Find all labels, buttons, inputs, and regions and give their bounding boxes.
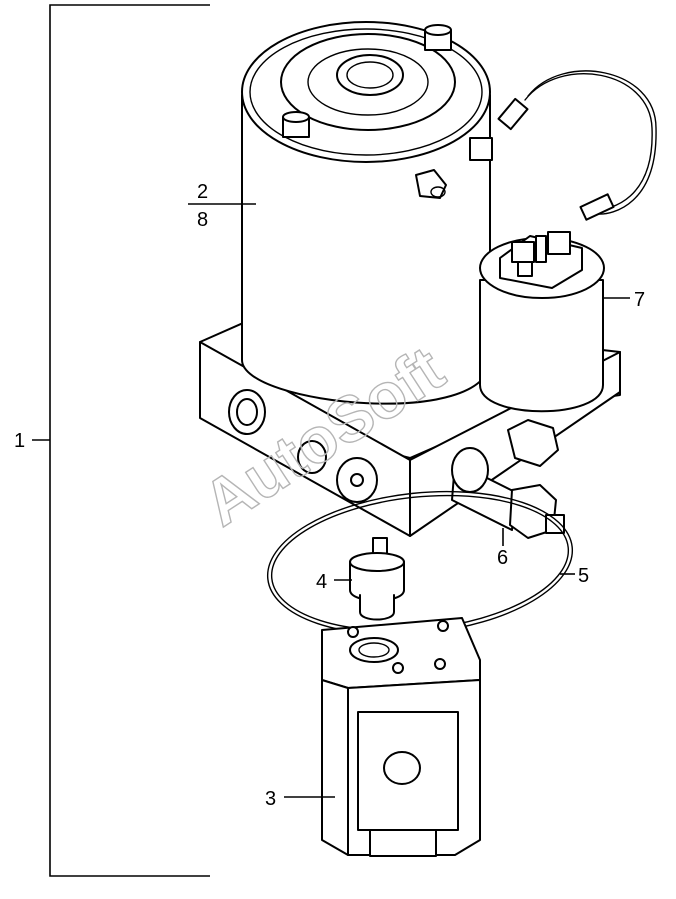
electric-motor [241, 21, 493, 405]
callout-6: 6 [497, 547, 508, 569]
callout-1: 1 [14, 430, 25, 452]
callout-5: 5 [578, 565, 589, 587]
callout-4: 4 [316, 571, 327, 593]
leader-lines [188, 203, 630, 798]
callout-labels: 1 2 8 7 6 5 4 3 [14, 181, 645, 810]
start-solenoid [479, 231, 605, 413]
shaft-coupling [349, 537, 405, 621]
hydraulic-pump [321, 617, 481, 857]
valve-cartridge [451, 447, 565, 539]
callout-3: 3 [265, 788, 276, 810]
callout-8: 8 [197, 209, 208, 231]
callout-2: 2 [197, 181, 208, 203]
power-cable [497, 70, 657, 221]
callout-7: 7 [634, 289, 645, 311]
assembly-bracket [32, 4, 210, 877]
